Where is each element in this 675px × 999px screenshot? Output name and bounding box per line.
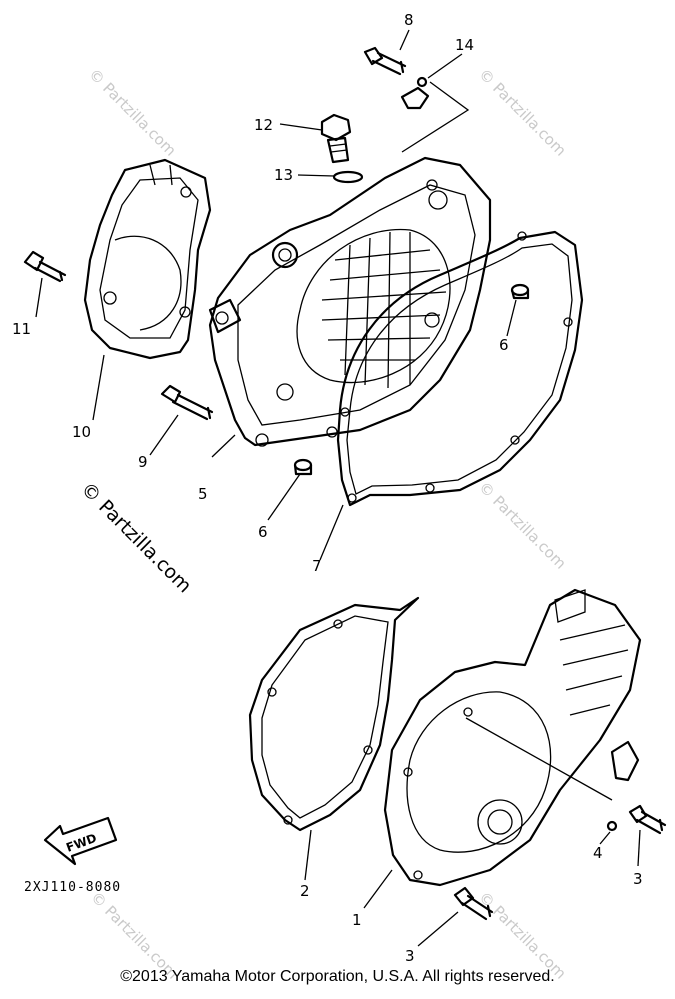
callout-6: 6 [499,336,509,354]
watermark: © Partzilla.com [475,65,570,160]
part-12-plug[interactable] [320,113,352,164]
callout-3: 3 [405,947,415,965]
callout-1: 1 [352,911,362,929]
callout-4: 4 [593,844,603,862]
part-2-gasket[interactable] [248,596,420,832]
callout-2: 2 [300,882,310,900]
callout-10: 10 [72,423,91,441]
callout-13: 13 [274,166,293,184]
callout-8: 8 [404,11,414,29]
callout-11: 11 [12,320,31,338]
watermark-group: © Partzilla.com © Partzilla.com © Partzi… [85,65,570,983]
part-9-bolt[interactable] [160,384,214,421]
callout-7: 7 [312,557,322,575]
part-10-cover[interactable] [83,158,212,360]
part-14-clamp[interactable] [400,76,470,153]
part-5-crankcase-cover[interactable] [208,156,492,447]
callout-6: 6 [258,523,268,541]
callout-12: 12 [254,116,273,134]
part-6-dowel-pin[interactable] [510,283,530,300]
part-13-oring[interactable] [332,170,364,184]
part-11-bolt[interactable] [23,250,67,283]
part-3-bolt[interactable] [453,886,494,921]
part-3-bolt[interactable] [628,804,667,835]
callout-3: 3 [633,870,643,888]
part-6-dowel-pin[interactable] [293,458,313,476]
callout-labels: 8 14 12 13 11 6 10 9 5 6 7 4 3 2 1 3 [12,11,643,965]
fwd-label: FWD [64,831,98,855]
fwd-arrow-icon: FWD [43,816,118,866]
watermark: © Partzilla.com [475,478,570,573]
watermark: © Partzilla.com [85,65,180,160]
part-8-bolt[interactable] [363,46,407,76]
leader-lines [35,29,641,947]
callout-5: 5 [198,485,208,503]
part-1-generator-cover[interactable] [383,588,642,887]
callout-9: 9 [138,453,148,471]
watermark-large: © Partzilla.com [76,478,195,597]
part-7-gasket[interactable] [336,230,584,507]
copyright-notice: ©2013 Yamaha Motor Corporation, U.S.A. A… [120,968,555,985]
drawing-code: 2XJ110-8080 [24,880,121,895]
callout-14: 14 [455,36,474,54]
part-4-clamp[interactable] [465,717,640,832]
